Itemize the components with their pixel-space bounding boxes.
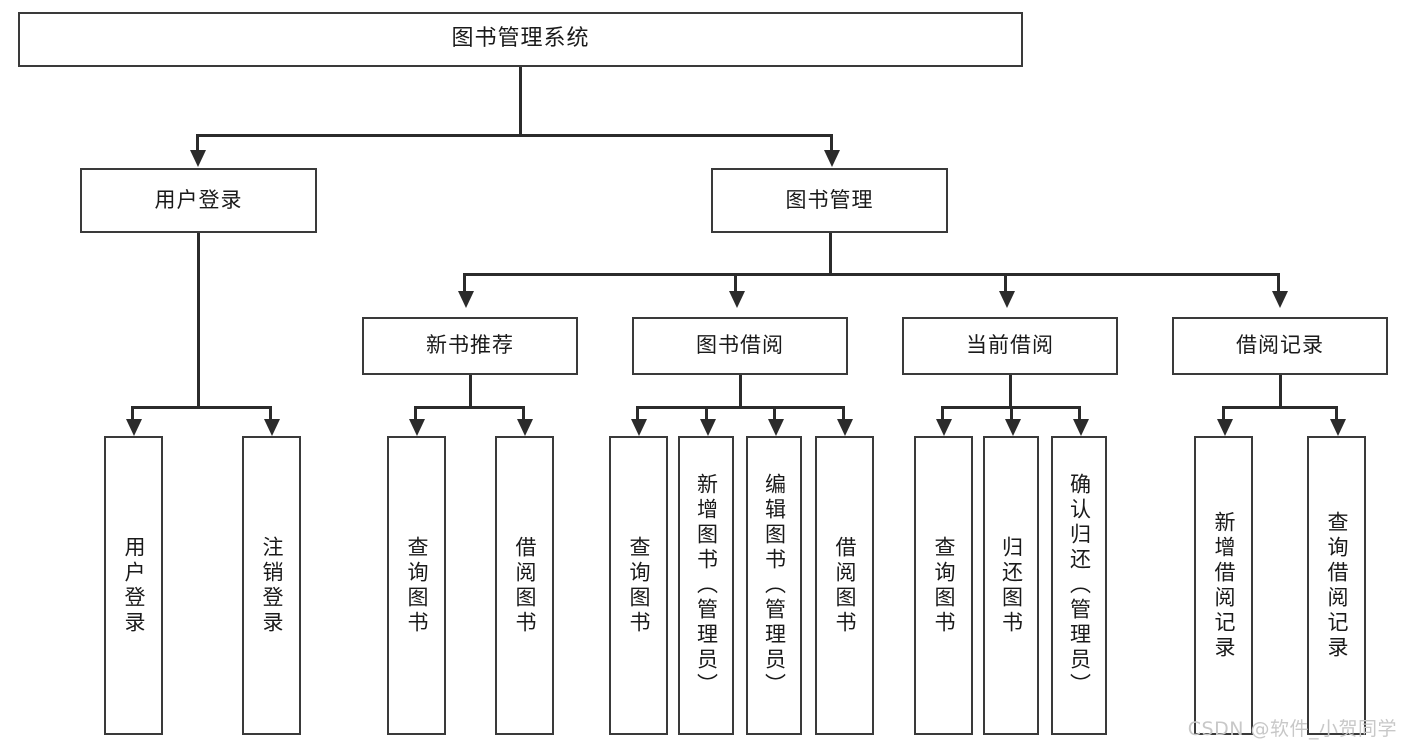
edge-user-login-to-leaf2 xyxy=(269,406,272,422)
arrowhead-book-borrow-to-leaf1 xyxy=(631,419,647,436)
arrowhead-book-borrow-to-leaf4 xyxy=(837,419,853,436)
arrowhead-book-borrow-to-leaf2 xyxy=(700,419,716,436)
leaf-return-book[interactable]: 归还图书 xyxy=(983,436,1039,735)
edge-book-manage-to-c4 xyxy=(1277,273,1280,294)
arrowhead-new-book-rec-to-leaf1 xyxy=(409,419,425,436)
edge-current-borrow-stem xyxy=(1009,375,1012,409)
leaf-add-borrow-record[interactable]: 新增借阅记录 xyxy=(1194,436,1253,735)
leaf-logout[interactable]: 注销登录 xyxy=(242,436,301,735)
edge-root-to-book-manage xyxy=(830,134,833,154)
arrowhead-root-to-book-manage xyxy=(824,150,840,167)
edge-root-stem xyxy=(519,66,522,136)
arrowhead-book-borrow-to-leaf3 xyxy=(768,419,784,436)
leaf-add-book-admin[interactable]: 新增图书（管理员） xyxy=(678,436,734,735)
node-root-system[interactable]: 图书管理系统 xyxy=(18,12,1023,67)
edge-borrow-record-stem xyxy=(1279,375,1282,409)
edge-user-login-bus xyxy=(131,406,270,409)
edge-root-to-user-login xyxy=(196,134,199,154)
arrowhead-current-borrow-to-leaf2 xyxy=(1005,419,1021,436)
edge-user-login-to-leaf1 xyxy=(131,406,134,422)
arrowhead-root-to-user-login xyxy=(190,150,206,167)
edge-book-manage-to-c2 xyxy=(734,273,737,294)
leaf-user-login[interactable]: 用户登录 xyxy=(104,436,163,735)
arrowhead-book-manage-to-c4 xyxy=(1272,291,1288,308)
leaf-borrow-book-recommend[interactable]: 借阅图书 xyxy=(495,436,554,735)
arrowhead-current-borrow-to-leaf3 xyxy=(1073,419,1089,436)
leaf-query-book-current[interactable]: 查询图书 xyxy=(914,436,973,735)
edge-borrow-record-to-leaf1 xyxy=(1222,406,1225,422)
node-current-borrow[interactable]: 当前借阅 xyxy=(902,317,1118,375)
edge-new-book-rec-stem xyxy=(469,375,472,409)
edge-borrow-record-to-leaf2 xyxy=(1335,406,1338,422)
edge-book-manage-bus xyxy=(463,273,1280,276)
node-book-manage[interactable]: 图书管理 xyxy=(711,168,948,233)
leaf-edit-book-admin[interactable]: 编辑图书（管理员） xyxy=(746,436,802,735)
edge-root-bus xyxy=(196,134,833,137)
edge-current-borrow-to-leaf2 xyxy=(1010,406,1013,422)
node-book-borrow[interactable]: 图书借阅 xyxy=(632,317,848,375)
leaf-confirm-return-admin[interactable]: 确认归还（管理员） xyxy=(1051,436,1107,735)
arrowhead-current-borrow-to-leaf1 xyxy=(936,419,952,436)
edge-current-borrow-to-leaf3 xyxy=(1078,406,1081,422)
edge-borrow-record-bus xyxy=(1222,406,1338,409)
edge-new-book-rec-bus xyxy=(414,406,525,409)
edge-book-manage-stem xyxy=(829,232,832,276)
arrowhead-book-manage-to-c1 xyxy=(458,291,474,308)
edge-book-manage-to-c1 xyxy=(463,273,466,294)
edge-book-borrow-to-leaf3 xyxy=(773,406,776,422)
leaf-borrow-book-borrow[interactable]: 借阅图书 xyxy=(815,436,874,735)
arrowhead-borrow-record-to-leaf1 xyxy=(1217,419,1233,436)
node-new-book-recommend[interactable]: 新书推荐 xyxy=(362,317,578,375)
arrowhead-book-manage-to-c3 xyxy=(999,291,1015,308)
leaf-query-book-borrow[interactable]: 查询图书 xyxy=(609,436,668,735)
edge-book-borrow-to-leaf1 xyxy=(636,406,639,422)
leaf-query-book-recommend[interactable]: 查询图书 xyxy=(387,436,446,735)
edge-current-borrow-to-leaf1 xyxy=(941,406,944,422)
edge-user-login-stem xyxy=(197,232,200,409)
arrowhead-book-manage-to-c2 xyxy=(729,291,745,308)
edge-book-manage-to-c3 xyxy=(1004,273,1007,294)
node-user-login[interactable]: 用户登录 xyxy=(80,168,317,233)
edge-book-borrow-bus xyxy=(636,406,845,409)
csdn-watermark: CSDN @软件_小贺同学 xyxy=(1187,718,1397,740)
arrowhead-borrow-record-to-leaf2 xyxy=(1330,419,1346,436)
arrowhead-user-login-to-leaf1 xyxy=(126,419,142,436)
edge-new-book-rec-to-leaf1 xyxy=(414,406,417,422)
edge-book-borrow-to-leaf2 xyxy=(705,406,708,422)
edge-book-borrow-stem xyxy=(739,375,742,409)
arrowhead-new-book-rec-to-leaf2 xyxy=(517,419,533,436)
arrowhead-user-login-to-leaf2 xyxy=(264,419,280,436)
edge-book-borrow-to-leaf4 xyxy=(842,406,845,422)
edge-new-book-rec-to-leaf2 xyxy=(522,406,525,422)
node-borrow-record[interactable]: 借阅记录 xyxy=(1172,317,1388,375)
leaf-query-borrow-record[interactable]: 查询借阅记录 xyxy=(1307,436,1366,735)
